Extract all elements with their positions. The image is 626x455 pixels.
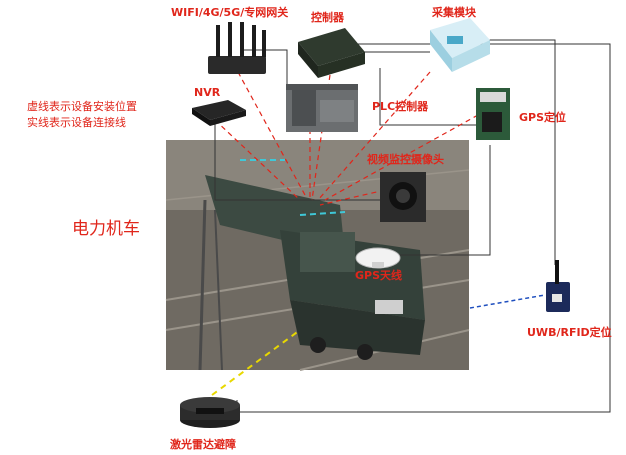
cyan-markers [240,159,346,216]
gps-label: GPS定位 [519,111,567,124]
nvr-label: NVR [194,86,221,99]
plc-icon [286,84,358,132]
gps-antenna-label: GPS天线 [355,269,403,282]
router-icon [208,22,266,74]
locomotive-label: 电力机车 [72,219,140,239]
lidar-icon [180,397,240,428]
plc-label: PLC控制器 [372,100,429,113]
gateway-label: WIFI/4G/5G/专网网关 [171,6,289,19]
controller-icon [298,28,365,78]
acquisition-label: 采集模块 [432,6,476,19]
gps-module-icon [476,88,510,140]
wireless-line [469,294,546,309]
lidar-label: 激光雷达避障 [170,438,236,451]
acquisition-module-icon [430,18,490,72]
camera-label: 视频监控摄像头 [367,153,444,166]
camera-icon [380,172,426,222]
controller-label: 控制器 [311,11,344,24]
uwb-device-icon [546,260,570,312]
legend-solid: 实线表示设备连接线 [27,116,126,129]
nvr-icon [192,100,246,126]
lidar-line [211,329,301,396]
gps-antenna-icon [355,247,401,269]
legend-dashed: 虚线表示设备安装位置 [27,100,137,113]
legend: 虚线表示设备安装位置 实线表示设备连接线 [27,99,137,131]
uwb-label: UWB/RFID定位 [527,326,612,339]
